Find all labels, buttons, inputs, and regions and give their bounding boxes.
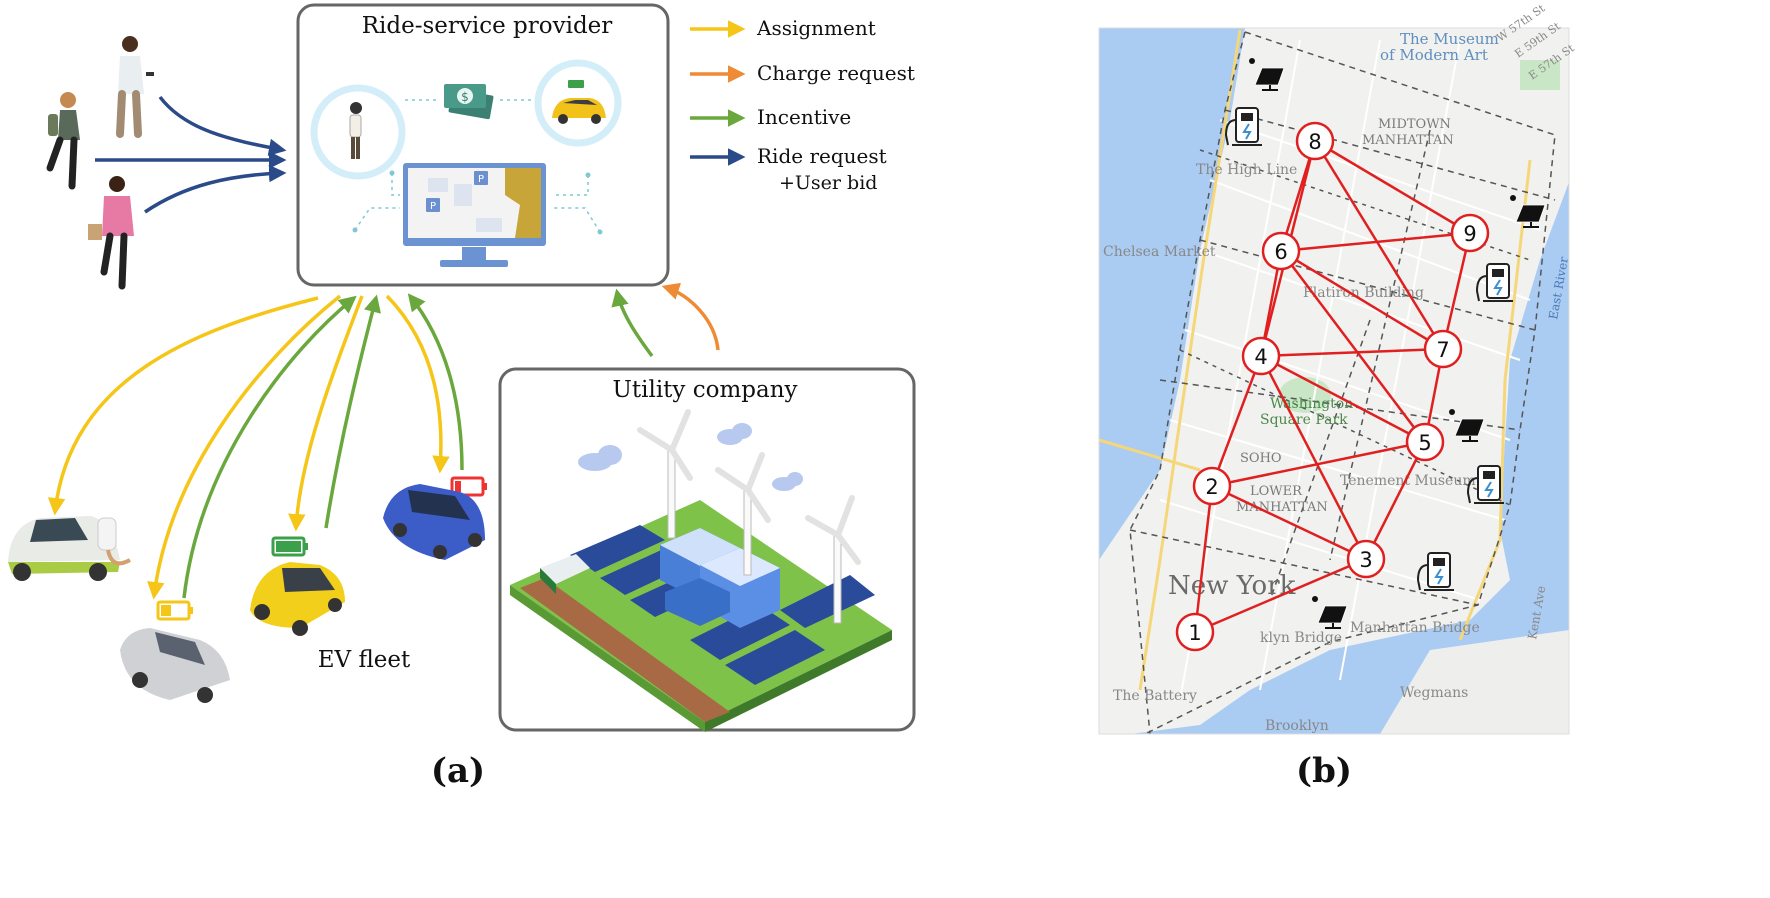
ev-silver-car-icon xyxy=(120,600,230,703)
charging-station-icons xyxy=(1224,107,1513,591)
svg-text:9: 9 xyxy=(1463,222,1476,246)
passenger-walking-icon xyxy=(46,92,80,190)
svg-text:8: 8 xyxy=(1308,130,1321,154)
legend-charge: Charge request xyxy=(757,61,915,85)
connector-lines xyxy=(354,173,601,233)
svg-text:1: 1 xyxy=(1188,621,1201,645)
svg-text:7: 7 xyxy=(1436,338,1449,362)
map-label-soho: SOHO xyxy=(1240,451,1282,466)
legend-assignment: Assignment xyxy=(756,16,876,40)
panel-a-label: (a) xyxy=(431,751,485,791)
graph-node-1: 1 xyxy=(1175,612,1215,652)
map-label-newyork: New York xyxy=(1168,571,1296,601)
legend-incentive: Incentive xyxy=(757,105,851,129)
legend-ride-line1: Ride request xyxy=(757,144,887,168)
charging-station-icon xyxy=(1416,552,1454,591)
map-label-lower-1: LOWER xyxy=(1250,484,1303,499)
graph-node-4: 4 xyxy=(1241,336,1281,376)
passenger-pink-icon xyxy=(88,176,134,290)
ev-yellow-car-icon xyxy=(250,536,345,636)
panel-b-label: (b) xyxy=(1296,751,1352,791)
graph-node-8: 8 xyxy=(1295,121,1335,161)
provider-title: Ride-service provider xyxy=(362,13,613,39)
map-label-museum-2: of Modern Art xyxy=(1380,46,1488,64)
map-label-midtown-2: MANHATTAN xyxy=(1362,133,1454,148)
solar-panel-icon xyxy=(1312,596,1348,629)
map-label-brooklyn-bridge: klyn Bridge xyxy=(1260,630,1342,646)
computer-monitor-icon: P P xyxy=(403,163,546,267)
provider-box: Ride-service provider $ xyxy=(296,3,670,287)
fleet-label: EV fleet xyxy=(318,647,411,673)
ev-charging-car-icon xyxy=(8,516,131,581)
map-label-washington-2: Square Park xyxy=(1260,412,1348,428)
graph-node-3: 3 xyxy=(1346,539,1386,579)
map-label-washington-1: Washington xyxy=(1270,396,1353,412)
map-label-tenement: Tenement Museum xyxy=(1340,473,1476,489)
ride-request-arrows xyxy=(95,95,287,214)
graph-node-9: 9 xyxy=(1450,213,1490,253)
panel-b: The Museum of Modern Art MIDTOWN MANHATT… xyxy=(1098,1,1577,791)
svg-text:5: 5 xyxy=(1418,431,1431,455)
solar-panel-icon xyxy=(1249,58,1285,91)
svg-text:$: $ xyxy=(461,90,469,104)
svg-text:P: P xyxy=(478,174,484,185)
wind-turbine-icon xyxy=(637,409,861,624)
solar-panel-icons xyxy=(1249,58,1546,629)
map-label-flatiron: Flatiron Building xyxy=(1303,285,1424,301)
bus-icon xyxy=(540,554,590,594)
map-label-museum-1: The Museum xyxy=(1400,30,1499,48)
ev-blue-car-icon xyxy=(383,476,487,560)
car-circle-icon xyxy=(534,59,622,147)
graph-nodes: 1 2 3 4 5 6 7 8 9 xyxy=(1175,121,1490,652)
graph-node-5: 5 xyxy=(1405,422,1445,462)
map-label-battery: The Battery xyxy=(1113,688,1197,704)
solar-panel-icon xyxy=(1449,409,1485,442)
map-label-wegmans: Wegmans xyxy=(1400,685,1468,701)
map-label-highline: The High Line xyxy=(1196,162,1297,178)
passenger-circle-icon xyxy=(310,84,406,180)
map-label-manhattan-bridge: Manhattan Bridge xyxy=(1350,620,1480,636)
passenger-standing-icon xyxy=(116,36,154,138)
svg-text:4: 4 xyxy=(1254,345,1267,369)
charging-station-icon xyxy=(1466,465,1504,504)
building-icon xyxy=(660,528,780,628)
graph-node-6: 6 xyxy=(1261,231,1301,271)
svg-text:6: 6 xyxy=(1274,240,1287,264)
svg-text:P: P xyxy=(430,201,436,212)
zone-grid xyxy=(1129,31,1556,734)
utility-title: Utility company xyxy=(612,377,797,403)
graph-node-7: 7 xyxy=(1423,329,1463,369)
charging-station-icon xyxy=(1475,263,1513,302)
fleet-arrows xyxy=(47,282,720,600)
legend: Assignment Charge request Incentive Ride… xyxy=(690,16,915,194)
charging-station-icon xyxy=(1224,107,1262,146)
map-label-lower-2: MANHATTAN xyxy=(1236,500,1328,515)
money-icon: $ xyxy=(444,84,494,120)
map-label-midtown-1: MIDTOWN xyxy=(1378,117,1451,132)
panel-a: Ride-service provider $ xyxy=(8,3,916,791)
svg-text:2: 2 xyxy=(1205,475,1218,499)
utility-box: Utility company xyxy=(498,367,916,732)
map-label-chelsea: Chelsea Market xyxy=(1103,244,1216,260)
cloud-icon xyxy=(578,423,803,491)
solar-panel-icon xyxy=(1510,195,1546,228)
graph-edges xyxy=(1193,139,1472,634)
svg-text:3: 3 xyxy=(1359,548,1372,572)
legend-ride-line2: +User bid xyxy=(779,172,877,194)
graph-node-2: 2 xyxy=(1192,466,1232,506)
map-label-brooklyn: Brooklyn xyxy=(1265,718,1329,734)
